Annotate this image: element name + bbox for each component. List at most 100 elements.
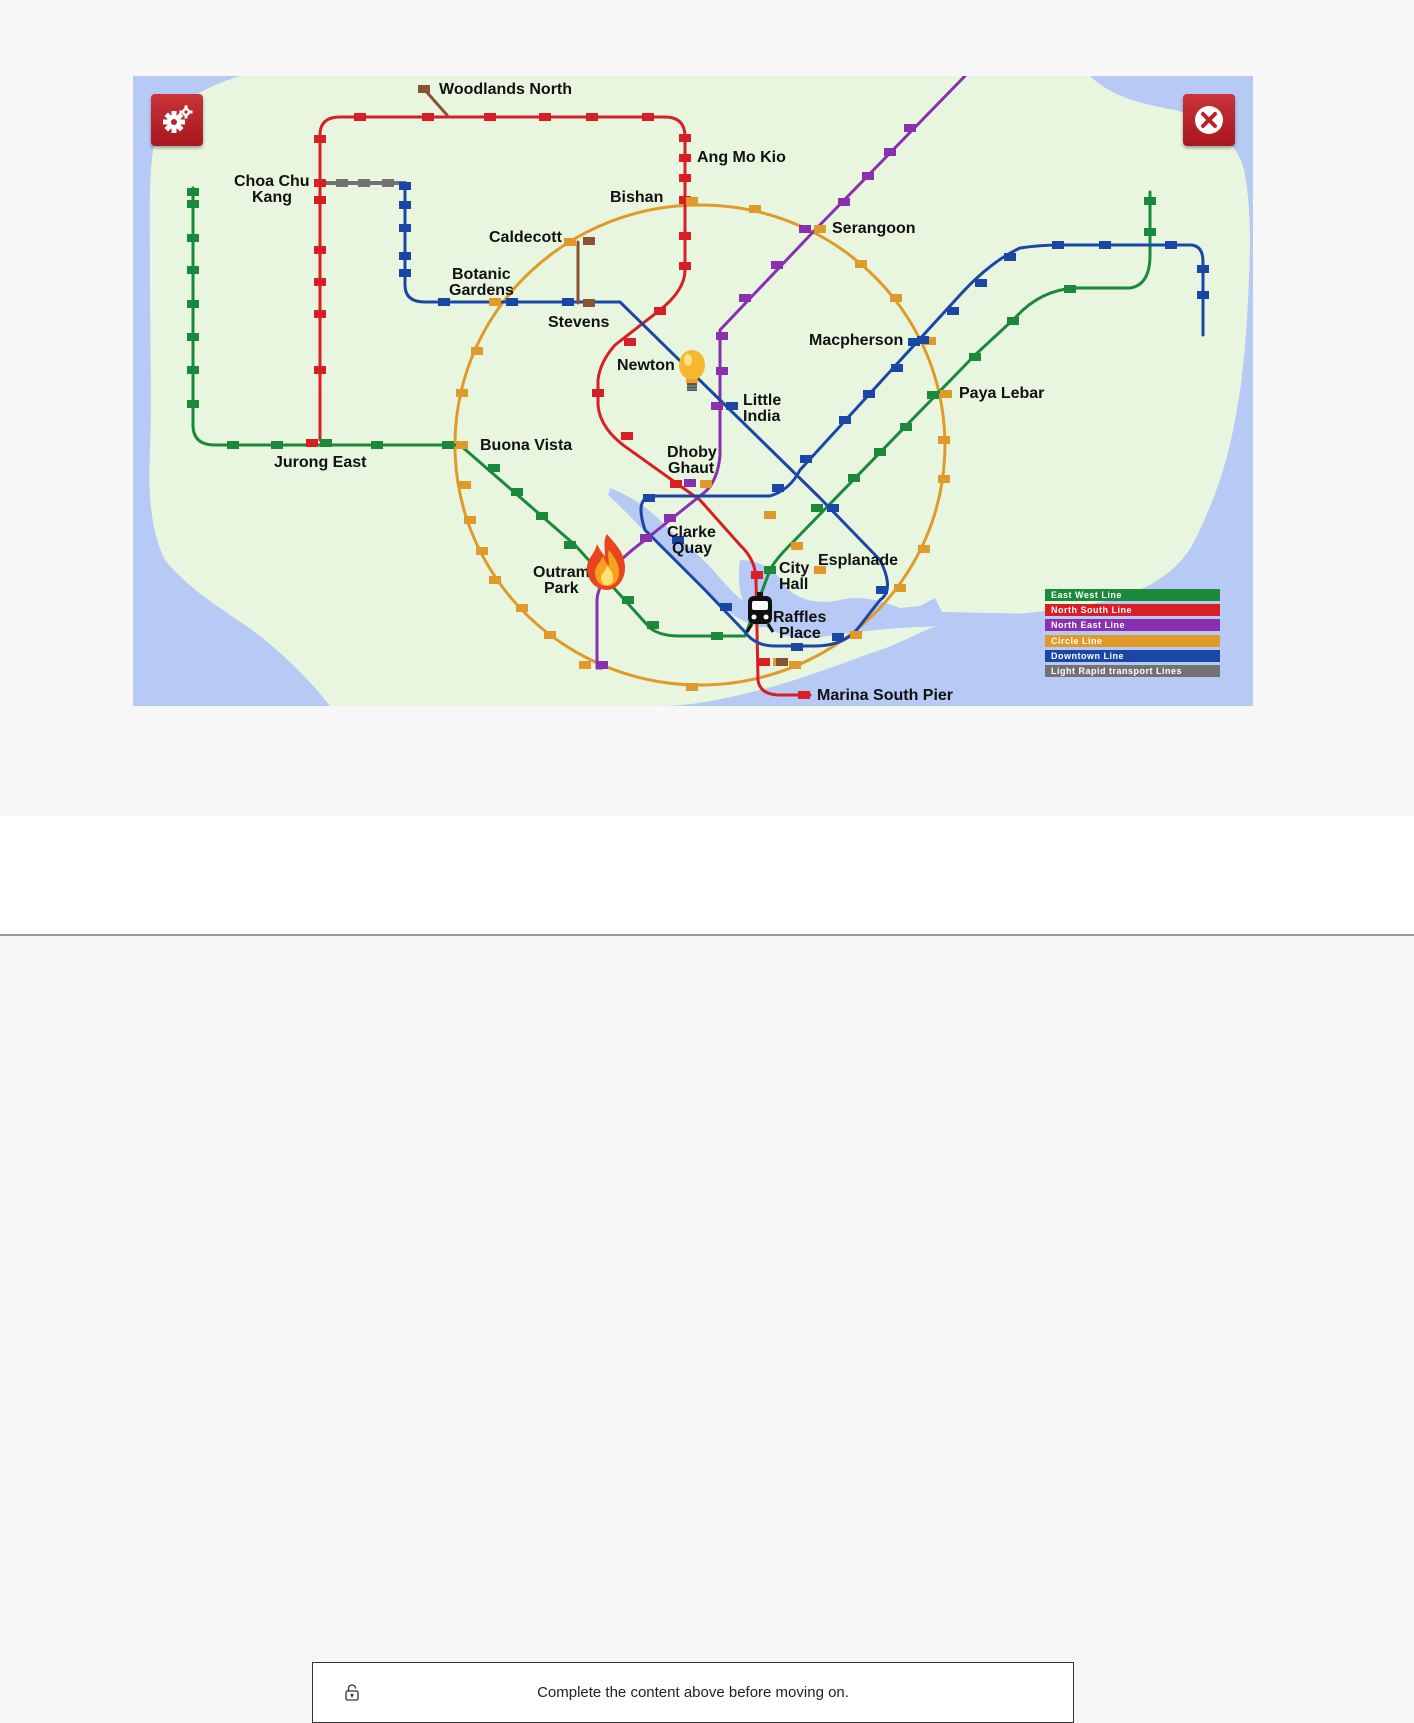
station-marker[interactable] (1144, 197, 1156, 205)
station-marker[interactable] (908, 338, 920, 346)
station-marker[interactable] (399, 224, 411, 232)
station-marker[interactable] (772, 484, 784, 492)
station-marker[interactable] (399, 252, 411, 260)
station-marker[interactable] (684, 479, 696, 487)
station-marker[interactable] (314, 135, 326, 143)
station-marker[interactable] (227, 441, 239, 449)
station-marker[interactable] (827, 504, 839, 512)
station-marker[interactable] (592, 389, 604, 397)
station-marker[interactable] (904, 124, 916, 132)
station-marker[interactable] (314, 366, 326, 374)
station-marker[interactable] (506, 298, 518, 306)
station-marker[interactable] (686, 683, 698, 691)
station-marker[interactable] (516, 604, 528, 612)
station-marker[interactable] (544, 631, 556, 639)
station-marker[interactable] (1004, 253, 1016, 261)
station-marker[interactable] (874, 448, 886, 456)
station-marker[interactable] (917, 336, 929, 344)
station-marker[interactable] (314, 310, 326, 318)
station-marker[interactable] (371, 441, 383, 449)
station-marker[interactable] (940, 390, 952, 398)
station-marker[interactable] (739, 294, 751, 302)
station-marker[interactable] (716, 367, 728, 375)
station-marker[interactable] (583, 237, 595, 245)
station-marker[interactable] (476, 547, 488, 555)
station-marker[interactable] (771, 261, 783, 269)
station-marker[interactable] (187, 333, 199, 341)
station-marker[interactable] (314, 196, 326, 204)
station-marker[interactable] (894, 584, 906, 592)
station-marker[interactable] (564, 238, 576, 246)
station-marker[interactable] (1197, 265, 1209, 273)
station-marker[interactable] (975, 279, 987, 287)
train-icon[interactable] (745, 592, 775, 633)
station-marker[interactable] (422, 113, 434, 121)
station-marker[interactable] (876, 586, 888, 594)
station-marker[interactable] (456, 441, 468, 449)
station-marker[interactable] (716, 332, 728, 340)
station-marker[interactable] (711, 632, 723, 640)
station-marker[interactable] (1165, 241, 1177, 249)
station-marker[interactable] (679, 174, 691, 182)
station-marker[interactable] (679, 154, 691, 162)
station-marker[interactable] (720, 603, 732, 611)
station-marker[interactable] (799, 225, 811, 233)
station-marker[interactable] (891, 364, 903, 372)
station-marker[interactable] (511, 488, 523, 496)
station-marker[interactable] (670, 480, 682, 488)
station-marker[interactable] (418, 85, 430, 93)
station-marker[interactable] (700, 480, 712, 488)
station-marker[interactable] (855, 260, 867, 268)
fire-icon[interactable] (587, 534, 625, 590)
station-marker[interactable] (789, 661, 801, 669)
station-marker[interactable] (679, 232, 691, 240)
station-marker[interactable] (596, 661, 608, 669)
station-marker[interactable] (711, 402, 723, 410)
station-marker[interactable] (399, 182, 411, 190)
station-marker[interactable] (187, 366, 199, 374)
station-marker[interactable] (187, 188, 199, 196)
station-marker[interactable] (679, 196, 691, 204)
station-marker[interactable] (187, 200, 199, 208)
station-marker[interactable] (800, 455, 812, 463)
station-marker[interactable] (564, 541, 576, 549)
station-marker[interactable] (489, 298, 501, 306)
station-marker[interactable] (918, 545, 930, 553)
station-marker[interactable] (622, 596, 634, 604)
station-marker[interactable] (583, 299, 595, 307)
station-marker[interactable] (798, 691, 810, 699)
station-marker[interactable] (811, 504, 823, 512)
station-marker[interactable] (1099, 241, 1111, 249)
station-marker[interactable] (562, 298, 574, 306)
station-marker[interactable] (764, 511, 776, 519)
lightbulb-icon[interactable] (679, 350, 705, 391)
station-marker[interactable] (314, 278, 326, 286)
station-marker[interactable] (314, 246, 326, 254)
station-marker[interactable] (471, 347, 483, 355)
station-marker[interactable] (187, 234, 199, 242)
station-marker[interactable] (187, 300, 199, 308)
station-marker[interactable] (399, 269, 411, 277)
station-marker[interactable] (464, 516, 476, 524)
station-marker[interactable] (850, 631, 862, 639)
station-marker[interactable] (814, 225, 826, 233)
station-marker[interactable] (438, 298, 450, 306)
station-marker[interactable] (686, 197, 698, 205)
station-marker[interactable] (848, 474, 860, 482)
station-marker[interactable] (938, 436, 950, 444)
station-marker[interactable] (643, 494, 655, 502)
station-marker[interactable] (776, 658, 788, 666)
station-marker[interactable] (489, 576, 501, 584)
station-marker[interactable] (336, 179, 348, 187)
station-marker[interactable] (399, 201, 411, 209)
settings-button[interactable] (151, 94, 203, 146)
close-button[interactable] (1183, 94, 1235, 146)
station-marker[interactable] (890, 294, 902, 302)
station-marker[interactable] (814, 566, 826, 574)
station-marker[interactable] (726, 402, 738, 410)
station-marker[interactable] (320, 439, 332, 447)
station-marker[interactable] (791, 643, 803, 651)
station-marker[interactable] (751, 571, 763, 579)
